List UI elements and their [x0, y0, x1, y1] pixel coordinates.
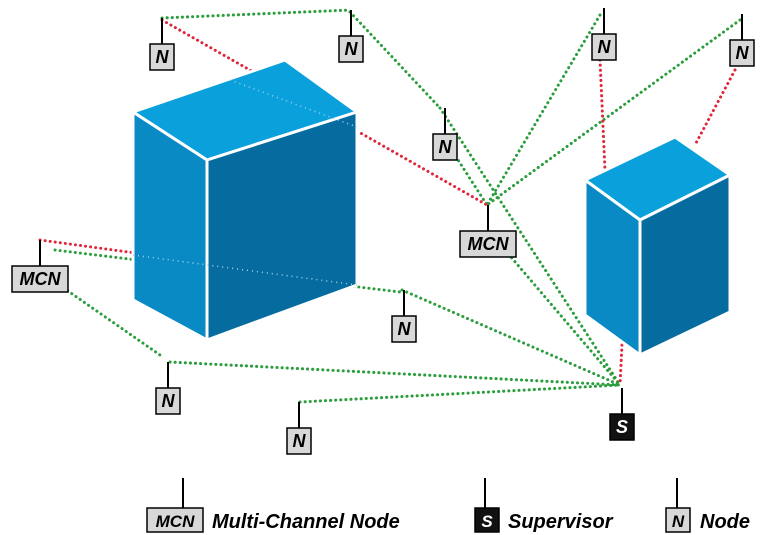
link-mcn2-sup: [503, 248, 622, 387]
legend: MCN Multi-Channel Node S Supervisor N No…: [146, 478, 750, 533]
node-label: MCN: [468, 234, 510, 254]
legend-supervisor: S Supervisor: [474, 478, 614, 533]
node-box: [338, 35, 364, 63]
link-n6-sup: [400, 288, 622, 387]
link-mcn1-n7: [53, 280, 162, 357]
supervisor-node: S: [609, 388, 635, 441]
node-label: N: [736, 43, 750, 63]
small-building-right: [638, 173, 732, 357]
node-box: [591, 33, 617, 61]
link-n7-sup: [168, 360, 622, 387]
node-box: [155, 387, 181, 415]
link-box2-sup: [618, 343, 624, 387]
node-label: N: [439, 137, 453, 157]
legend-supervisor-box: S: [481, 512, 493, 531]
legend-node: N Node: [665, 478, 750, 533]
node-label: S: [616, 417, 628, 437]
link-n4-mcn2: [485, 13, 602, 207]
legend-mcn-box: MCN: [156, 512, 195, 531]
node: N: [391, 290, 417, 343]
node-box: [149, 43, 175, 71]
node: N: [149, 18, 175, 71]
node-label: N: [345, 39, 359, 59]
node-box: [391, 315, 417, 343]
node-label: N: [156, 47, 170, 67]
node-label: N: [598, 37, 612, 57]
node-box: [609, 413, 635, 441]
node-box: [11, 265, 69, 293]
node-label: MCN: [20, 269, 62, 289]
multi-channel-node: MCN: [11, 240, 69, 293]
node-label: N: [162, 391, 176, 411]
node-box: [729, 39, 755, 67]
node-layer: N N N N N N N N MCN MCN S: [11, 8, 755, 455]
link-n5-box2: [693, 68, 737, 147]
node: N: [338, 10, 364, 63]
node-box: [432, 133, 458, 161]
node: N: [432, 108, 458, 161]
link-n2-n3: [348, 10, 442, 110]
link-n8-sup: [298, 383, 622, 404]
node-box: [459, 230, 517, 258]
node: N: [591, 8, 617, 61]
node-label: N: [293, 431, 307, 451]
legend-node-text: Node: [700, 511, 750, 533]
node: N: [729, 14, 755, 67]
link-n1-mcn2: [160, 18, 489, 207]
large-building: [131, 58, 359, 342]
links: [38, 8, 742, 404]
legend-mcn-text: Multi-Channel Node: [212, 511, 400, 533]
node-box: [286, 427, 312, 455]
link-n5-mcn2: [485, 18, 742, 207]
legend-node-box: N: [672, 512, 685, 531]
multi-channel-node: MCN: [459, 205, 517, 258]
node: N: [286, 402, 312, 455]
legend-mcn: MCN Multi-Channel Node: [146, 478, 400, 533]
node: N: [155, 362, 181, 415]
small-building: [583, 135, 732, 357]
link-n1-n2: [160, 8, 352, 20]
legend-supervisor-text: Supervisor: [508, 511, 614, 533]
link-n3-sup: [438, 106, 622, 387]
link-n4-box2: [598, 58, 607, 172]
node-label: N: [398, 319, 412, 339]
